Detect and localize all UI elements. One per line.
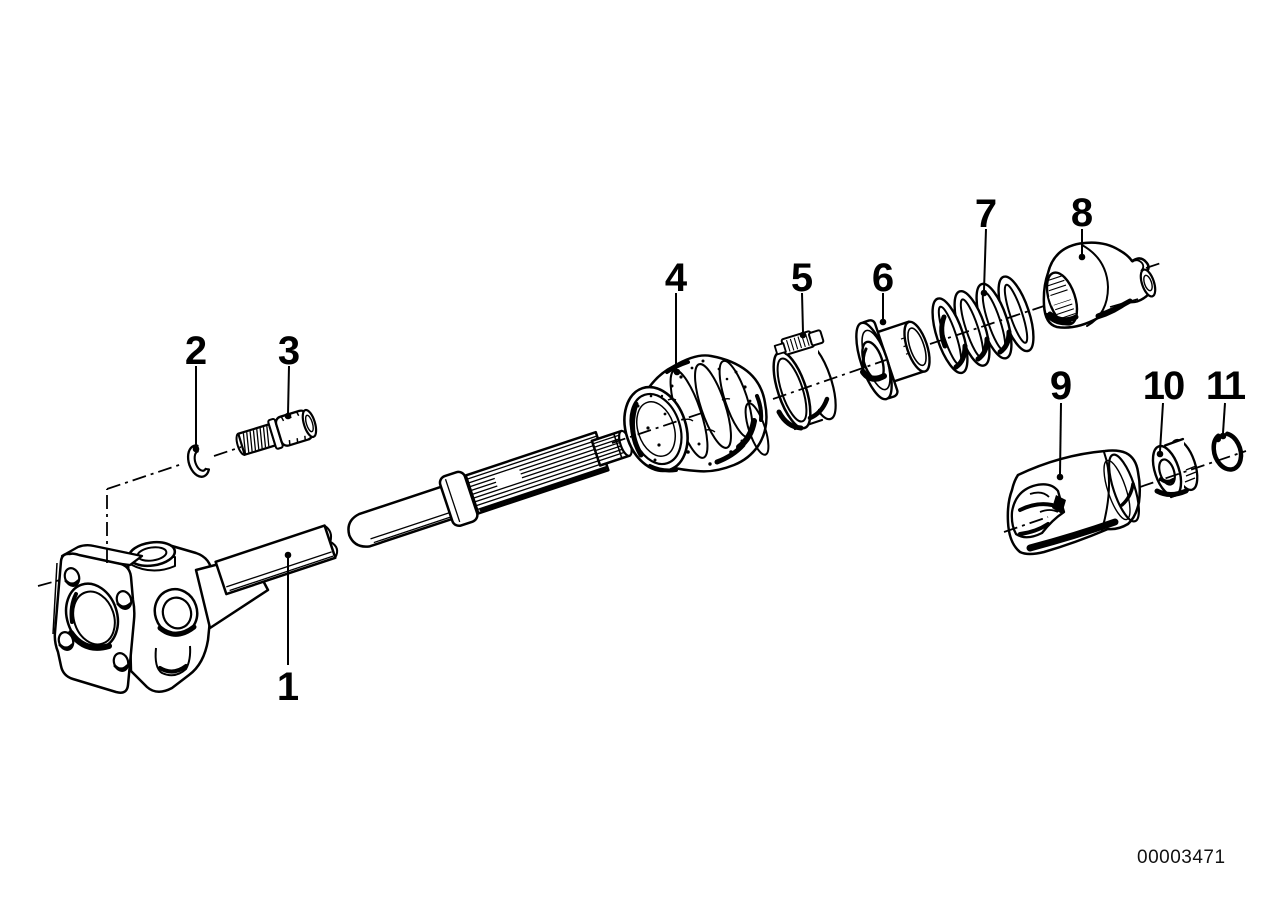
cup-claw-cutout [1010,483,1066,539]
flange-bolt-holes [57,567,133,672]
callout-label-11: 11 [1206,364,1246,408]
part-7-coil-spring [931,275,1035,375]
callout-7: 7 [975,192,997,297]
flange-top-edge [60,544,144,567]
callout-label-10: 10 [1143,364,1184,408]
center-axis-lines [37,261,1247,587]
part-3-bolt [235,408,318,456]
shaft-assembly [214,429,633,596]
callout-6: 6 [872,256,894,326]
callout-label-4: 4 [665,256,688,300]
callout-5: 5 [791,256,813,339]
callouts: 1 2 3 4 5 6 7 8 [185,191,1248,709]
callout-10: 10 [1143,364,1186,458]
callout-1: 1 [277,551,299,709]
part-8-coupling-sleeve [1042,241,1157,329]
part-6-bushing-ring [855,319,931,401]
callout-3: 3 [278,329,300,420]
part-10-spacer-ring [1151,437,1199,499]
callout-label-3: 3 [278,329,300,373]
callout-label-1: 1 [277,665,299,709]
callout-label-7: 7 [975,192,997,236]
part-11-snap-ring [1211,431,1244,472]
callout-8: 8 [1071,191,1093,261]
part-4-rubber-boot [623,354,770,473]
callout-label-8: 8 [1071,191,1093,235]
callout-4: 4 [665,256,688,376]
clamp-worm-screw [773,329,825,356]
callout-9: 9 [1050,364,1072,481]
callout-label-9: 9 [1050,364,1072,408]
part-5-hose-clamp [772,329,837,431]
callout-11: 11 [1206,364,1248,440]
drawing-number: 00003471 [1137,847,1226,868]
boot-stipple-texture [631,359,754,466]
callout-label-2: 2 [185,329,207,373]
shaft-tube-2 [347,485,455,548]
shaft-tube-1 [214,524,337,596]
callout-2: 2 [185,329,207,453]
callout-label-6: 6 [872,256,894,300]
callout-label-5: 5 [791,256,813,300]
part-1-drive-shaft [52,429,633,694]
part-9-joint-cup [1006,449,1142,556]
